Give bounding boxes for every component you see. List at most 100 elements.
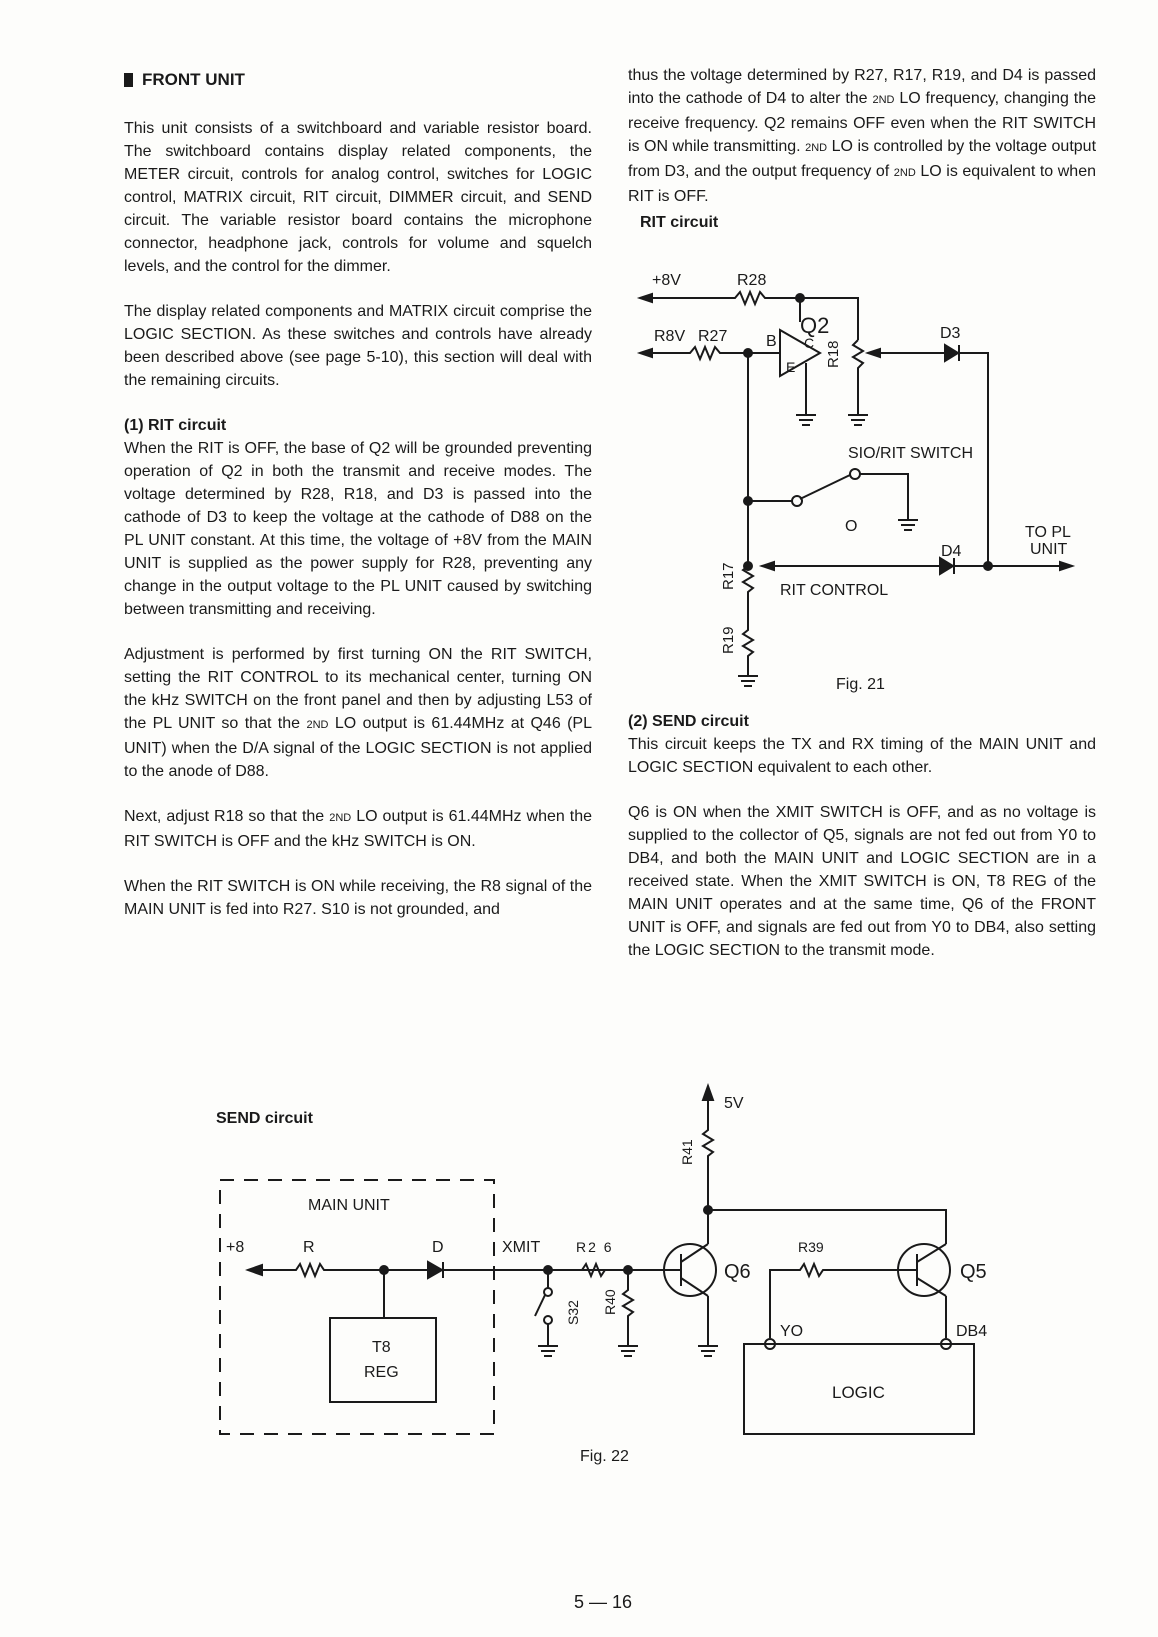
r39-line — [769, 1261, 910, 1290]
label-r18: R18 — [825, 340, 842, 368]
diode-d-icon — [427, 1260, 445, 1280]
page-number: 5 — 16 — [574, 1592, 633, 1612]
label-r39: R39 — [798, 1239, 824, 1255]
label-e: E — [786, 359, 795, 375]
left-column: FRONT UNIT This unit consists of a switc… — [124, 68, 592, 943]
receive-paragraph: When the RIT SWITCH is ON while receivin… — [124, 878, 592, 918]
arrow-icon — [636, 292, 653, 304]
switch-lever — [799, 474, 851, 500]
text-run: Next, adjust R18 so that the — [124, 808, 330, 825]
ground-icon — [898, 519, 918, 531]
rit-text: When the RIT is OFF, the base of Q2 will… — [124, 440, 592, 618]
label-5v: 5V — [724, 1095, 744, 1112]
wire — [860, 473, 909, 520]
text-run: LO output is 61.44MHz when the RIT SWITC… — [124, 808, 593, 850]
rit-circuit-diagram: +8V R28 R8V R27 B Q2 C E R18 D3 SIO/RIT … — [636, 272, 1076, 687]
arrow-icon — [864, 347, 881, 359]
send-text: This circuit keeps the TX and RX timing … — [628, 736, 1096, 776]
text-run: 2ND — [329, 812, 352, 824]
fig22-caption: Fig. 22 — [580, 1448, 629, 1465]
send-paragraph: (2) SEND circuit This circuit keeps the … — [628, 710, 1096, 779]
t8-reg-box — [329, 1317, 437, 1403]
wire — [708, 1209, 947, 1244]
text-run: LO is equivalent to when RIT is OFF. — [628, 163, 1097, 205]
r28-line — [640, 289, 859, 340]
ground-icon — [538, 1345, 558, 1357]
rit-subheading: (1) RIT circuit — [124, 417, 227, 434]
label-b: B — [766, 333, 777, 350]
label-t8: T8 — [372, 1339, 391, 1356]
label-q6: Q6 — [724, 1261, 751, 1283]
label-r8v: R8V — [654, 328, 685, 345]
label-d4: D4 — [941, 543, 962, 560]
label-rit-control: RIT CONTROL — [780, 582, 888, 599]
arrow-up-icon — [701, 1083, 715, 1101]
label-xmit: XMIT — [502, 1239, 540, 1256]
label-plus8: +8 — [226, 1239, 244, 1256]
q6-leads — [646, 1243, 709, 1297]
label-c: C — [804, 335, 814, 351]
text-run: LO output is 61.44MHz at Q46 (PL UNIT) w… — [124, 715, 593, 780]
r40-resistor — [621, 1270, 635, 1346]
diode-d3-icon — [944, 343, 960, 363]
switch-lever — [534, 1294, 546, 1317]
arrow-icon — [758, 560, 775, 572]
label-r: R — [303, 1239, 315, 1256]
label-r40: R40 — [602, 1289, 618, 1315]
label-q2: Q2 — [800, 313, 829, 338]
label-r26: R2 6 — [576, 1239, 614, 1255]
label-q5: Q5 — [960, 1261, 987, 1283]
text-run: LO is controlled by the voltage output f… — [628, 138, 1097, 180]
right-column: thus the voltage determined by R27, R17,… — [628, 64, 1096, 230]
switch-contact — [543, 1315, 553, 1325]
label-yo: YO — [780, 1323, 803, 1340]
q5-leads — [910, 1243, 947, 1297]
switch-contact — [791, 495, 803, 507]
label-s32: S32 — [565, 1300, 581, 1325]
send-section: (2) SEND circuit This circuit keeps the … — [628, 710, 1096, 984]
text-run: 2ND — [893, 167, 916, 179]
section-heading-text: FRONT UNIT — [142, 70, 245, 89]
ground-icon — [618, 1345, 638, 1357]
label-reg: REG — [364, 1364, 399, 1381]
junction-dot — [983, 561, 993, 571]
fig21-title: RIT circuit — [640, 214, 719, 231]
label-d: D — [432, 1239, 444, 1256]
ground-icon — [796, 414, 816, 426]
r-line — [248, 1261, 428, 1279]
rit-paragraph: (1) RIT circuit When the RIT is OFF, the… — [124, 414, 592, 621]
q6-paragraph: Q6 is ON when the XMIT SWITCH is OFF, an… — [628, 804, 1096, 959]
label-to-pl: TO PL — [1025, 524, 1071, 541]
label-db4: DB4 — [956, 1323, 987, 1340]
r17-r19-resistors — [741, 565, 755, 676]
label-d3: D3 — [940, 325, 961, 342]
ground-icon — [738, 675, 758, 687]
label-o: O — [845, 518, 857, 535]
text-run: 2ND — [306, 719, 329, 731]
ground-icon — [848, 414, 868, 426]
continuation-paragraph: thus the voltage determined by R27, R17,… — [628, 64, 1096, 208]
fig22-title: SEND circuit — [216, 1110, 313, 1127]
wire — [953, 558, 1070, 574]
text-run: LO frequency, changing the receive frequ… — [628, 90, 1097, 155]
wire — [958, 345, 989, 566]
send-subheading: (2) SEND circuit — [628, 713, 749, 730]
label-r19: R19 — [720, 626, 737, 654]
label-r27: R27 — [698, 328, 727, 345]
label-logic: LOGIC — [832, 1383, 885, 1402]
ground-icon — [698, 1345, 718, 1357]
section-heading: FRONT UNIT — [124, 68, 592, 91]
q5-transistor-icon — [897, 1243, 951, 1297]
text-run: thus the voltage determined by R27, R17,… — [628, 67, 1096, 107]
arrow-icon — [245, 1263, 263, 1277]
main-unit-dashed-box — [219, 1179, 495, 1435]
square-bullet-icon — [124, 72, 133, 87]
diode-d4-icon — [939, 556, 955, 576]
label-8v: +8V — [652, 272, 681, 289]
label-sio-rit-switch: SIO/RIT SWITCH — [848, 445, 973, 462]
fig21-caption: Fig. 21 — [836, 676, 885, 693]
r27-line — [640, 344, 780, 362]
q2-triangle — [779, 328, 823, 378]
r18-resistor — [851, 339, 865, 415]
